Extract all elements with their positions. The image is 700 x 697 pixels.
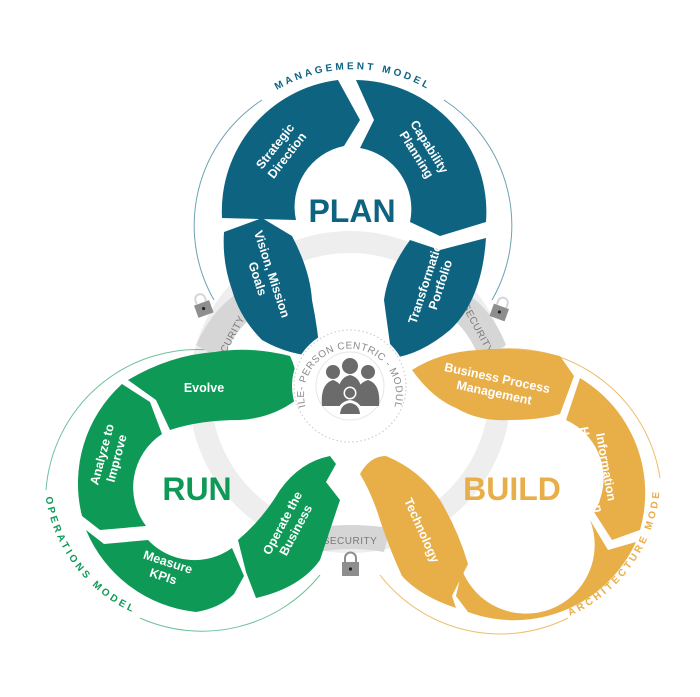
svg-text:SECURITY: SECURITY (323, 536, 378, 547)
segment-label: Evolve (184, 381, 224, 395)
plan-cycle: StrategicDirection CapabilityPlanning Tr… (221, 80, 487, 358)
run-cycle: Evolve Operate theBusiness MeasureKPIs A… (77, 349, 340, 612)
segment-business-process-management[interactable] (412, 348, 574, 421)
plan-title: PLAN (308, 193, 395, 229)
security-band-bottom: SECURITY (312, 525, 390, 576)
people-group-icon (321, 358, 380, 414)
segment-information-harmonization[interactable] (566, 378, 646, 540)
model-arcs (45, 99, 661, 635)
run-title: RUN (162, 471, 231, 507)
build-title: BUILD (463, 471, 561, 507)
management-model-label: MANAGEMENT MODEL (273, 61, 433, 92)
segment-operate-the-business[interactable] (238, 456, 340, 598)
segment-vision-mission-goals[interactable] (223, 218, 320, 356)
padlock-icon (342, 551, 359, 576)
segment-measure-kpis[interactable] (86, 530, 244, 612)
segment-applications[interactable] (456, 520, 636, 621)
segment-capability-planning[interactable] (356, 80, 487, 236)
padlock-icon (194, 293, 214, 318)
segment-transformation-portfolio[interactable] (384, 238, 486, 358)
segment-analyze-to-improve[interactable] (77, 384, 162, 530)
build-cycle: Business ProcessManagement InformationHa… (360, 348, 646, 621)
segment-evolve[interactable] (128, 349, 298, 430)
segment-strategic-direction[interactable] (221, 80, 360, 220)
segment-technology[interactable] (360, 456, 468, 608)
segment-label: Applications (493, 557, 568, 596)
padlock-icon (489, 296, 509, 322)
